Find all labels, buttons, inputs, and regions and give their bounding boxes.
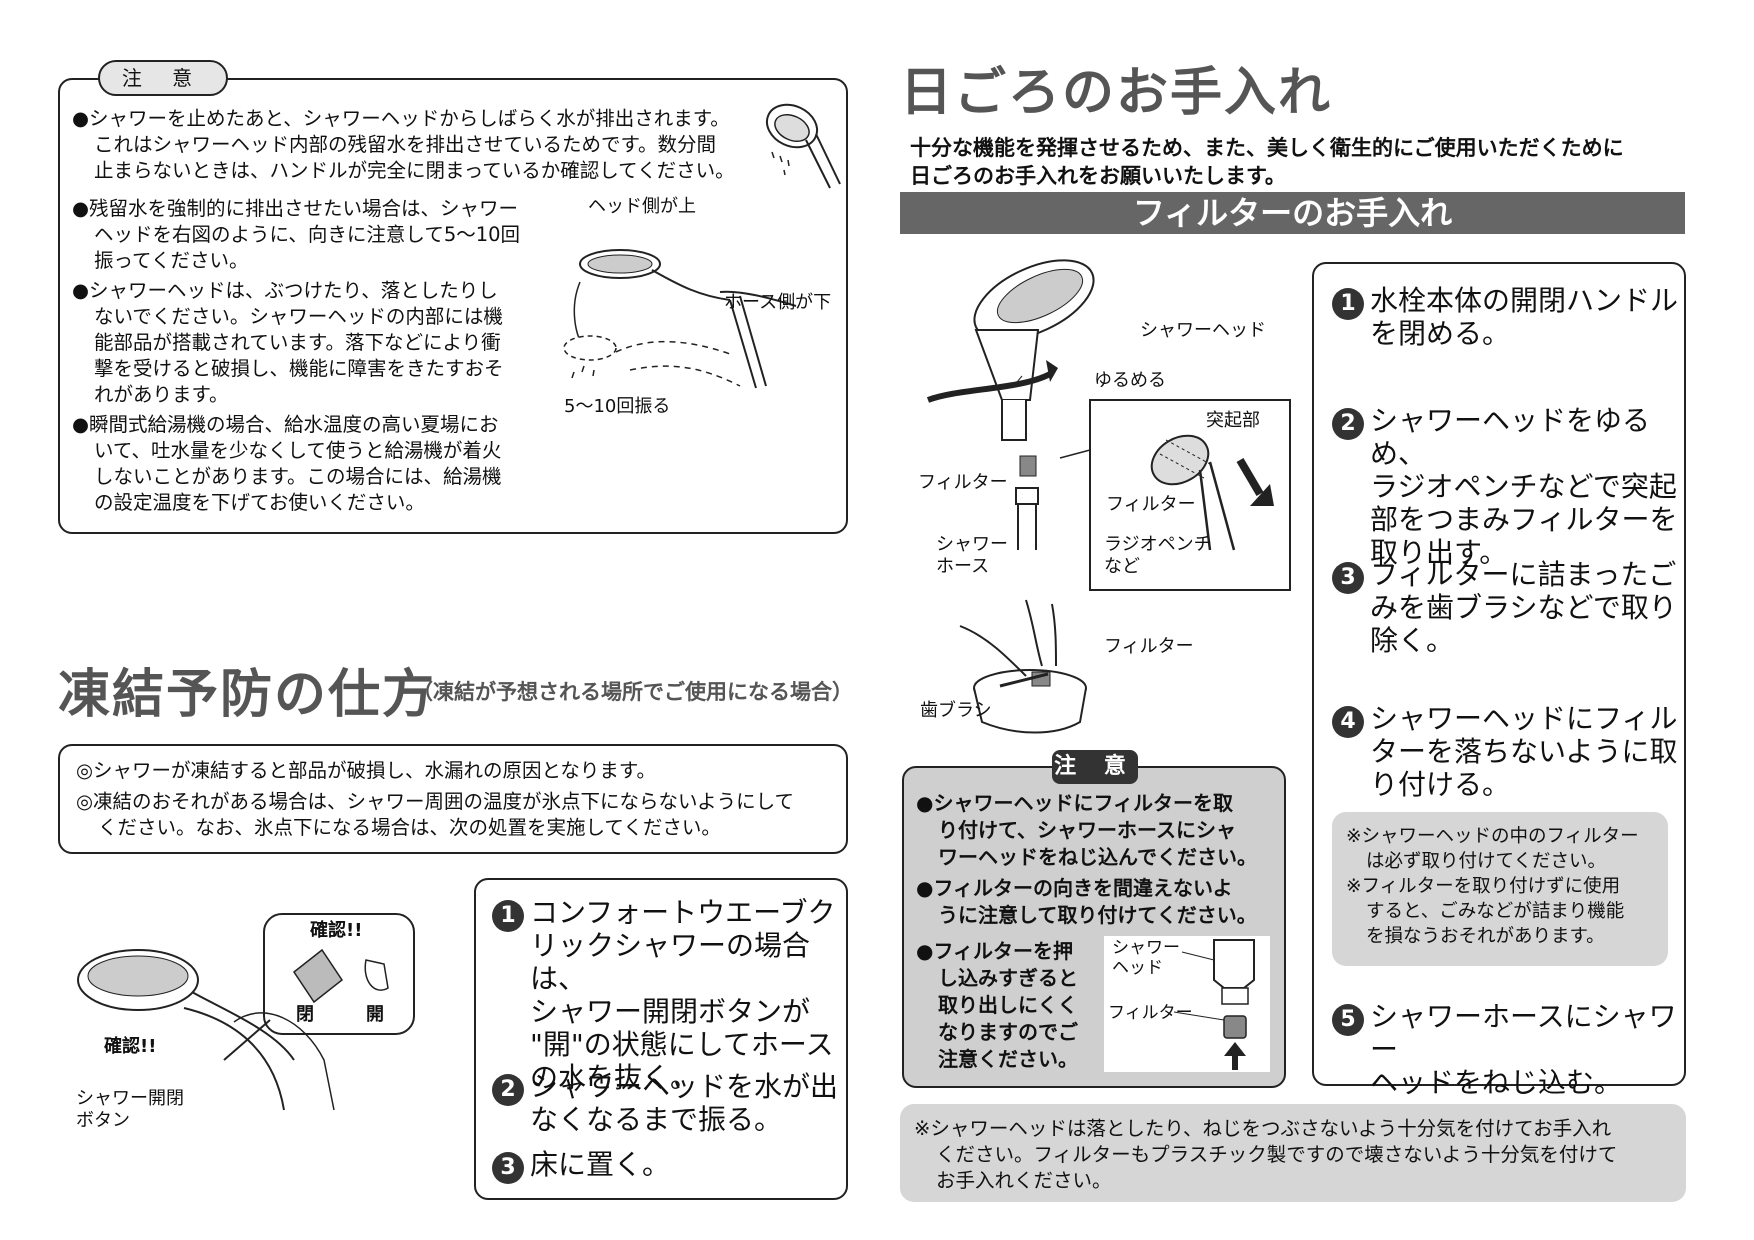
care-caution-bullet-3: ●フィルターを押 し込みすぎると 取り出しにくく なりますのでご 注意ください。	[916, 939, 1078, 1071]
care-step-num-1: 1	[1332, 288, 1364, 320]
care-caution-label-filter: フィルター	[1108, 1003, 1193, 1023]
caution-box-top	[58, 78, 848, 534]
caution-label: 注 意	[98, 60, 228, 96]
care-label-loosen: ゆるめる	[1094, 370, 1166, 391]
freeze-shower-figure	[77, 913, 415, 1111]
label-hose-down: ホース側が下	[724, 292, 832, 313]
step4-note-box	[1332, 812, 1668, 966]
care-footer-box	[900, 1104, 1686, 1202]
care-caution-label: 注 意	[1052, 750, 1138, 784]
freeze-title: 凍結予防の仕方	[58, 665, 437, 725]
brushing-figure	[959, 599, 1087, 734]
label-shake: 5〜10回振る	[564, 396, 671, 417]
freeze-step-num-2: 2	[492, 1074, 524, 1106]
care-label-brush: 歯ブラシ	[920, 700, 992, 721]
freeze-label-confirm-1: 確認!!	[310, 920, 363, 941]
freeze-notes-box	[58, 744, 848, 854]
caution-bullet-4: ●瞬間式給湯機の場合、給水温度の高い夏場にお いて、吐水量を少なくして使うと給湯…	[72, 413, 502, 514]
freeze-step-1: コンフォートウエーブク リックシャワーの場合は、 シャワー開閉ボタンが "開"の…	[530, 896, 836, 1094]
care-step-num-4: 4	[1332, 706, 1364, 738]
freeze-label-closed: 閉	[296, 1004, 314, 1025]
care-step-num-3: 3	[1332, 562, 1364, 594]
care-label-protrusion: 突起部	[1206, 410, 1260, 431]
care-step-4: シャワーヘッドにフィル ターを落ちないように取 り付ける。	[1370, 702, 1678, 801]
freeze-label-button: シャワー開閉 ボタン	[76, 1088, 184, 1131]
freeze-subtitle: （凍結が予想される場所でご使用になる場合）	[412, 680, 853, 704]
care-label-hose: シャワー ホース	[936, 534, 1008, 577]
freeze-step-2: シャワーヘッドを水が出 なくなるまで振る。	[530, 1070, 839, 1136]
care-label-filter2: フィルター	[1106, 494, 1196, 515]
freeze-label-open: 開	[366, 1004, 384, 1025]
care-footer: ※シャワーヘッドは落としたり、ねじをつぶさないよう十分気を付けてお手入れ くださ…	[914, 1117, 1618, 1192]
care-caution-bullets: ●シャワーヘッドにフィルターを取 り付けて、シャワーホースにシャ ワーヘッドをね…	[916, 791, 1257, 927]
care-step-5: シャワーホースにシャワー ヘッドをねじ込む。	[1370, 1000, 1677, 1099]
freeze-step-num-1: 1	[492, 900, 524, 932]
label-head-up: ヘッド側が上	[588, 196, 696, 217]
care-label-filter: フィルター	[918, 472, 1008, 493]
freeze-steps-box	[474, 878, 848, 1200]
freeze-label-confirm-2: 確認!!	[104, 1036, 157, 1057]
care-step-1: 水栓本体の開閉ハンドル を閉める。	[1370, 284, 1679, 350]
caution-bullet-3: ●シャワーヘッドは、ぶつけたり、落としたりし ないでください。シャワーヘッドの内…	[72, 279, 504, 406]
care-caution-label-head: シャワー ヘッド	[1112, 938, 1180, 978]
caution-bullet-2: ●残留水を強制的に排出させたい場合は、シャワー ヘッドを右図のように、向きに注意…	[72, 197, 521, 272]
filter-insert-figure	[1173, 939, 1255, 1070]
care-step-2: シャワーヘッドをゆるめ、 ラジオペンチなどで突起 部をつまみフィルターを 取り出…	[1370, 404, 1678, 569]
freeze-step-num-3: 3	[492, 1152, 524, 1184]
shake-shower-figure	[563, 249, 797, 389]
freeze-notes: ◎シャワーが凍結すると部品が破損し、水漏れの原因となります。 ◎凍結のおそれがあ…	[76, 759, 795, 839]
care-step-3: フィルターに詰まったご みを歯ブラシなどで取り 除く。	[1370, 558, 1677, 657]
care-step-num-2: 2	[1332, 408, 1364, 440]
care-step-num-5: 5	[1332, 1004, 1364, 1036]
shower-head-icon	[765, 103, 841, 189]
caution-bullet-1: ●シャワーを止めたあと、シャワーヘッドからしばらく水が排出されます。 これはシャ…	[72, 107, 735, 182]
care-title: 日ごろのお手入れ	[900, 63, 1333, 123]
freeze-step-3: 床に置く。	[530, 1148, 671, 1181]
care-label-filter3: フィルター	[1104, 636, 1194, 657]
filter-removal-figure	[926, 259, 1291, 591]
care-intro: 十分な機能を発揮させるため、また、美しく衛生的にご使用いただくために 日ごろのお…	[910, 136, 1624, 188]
filter-care-bar: フィルターのお手入れ	[900, 192, 1685, 234]
care-label-pliers: ラジオペンチ など	[1104, 534, 1212, 577]
step4-note: ※シャワーヘッドの中のフィルター は必ず取り付けてください。 ※フィルターを取り…	[1346, 826, 1639, 947]
care-label-head: シャワーヘッド	[1140, 320, 1266, 341]
